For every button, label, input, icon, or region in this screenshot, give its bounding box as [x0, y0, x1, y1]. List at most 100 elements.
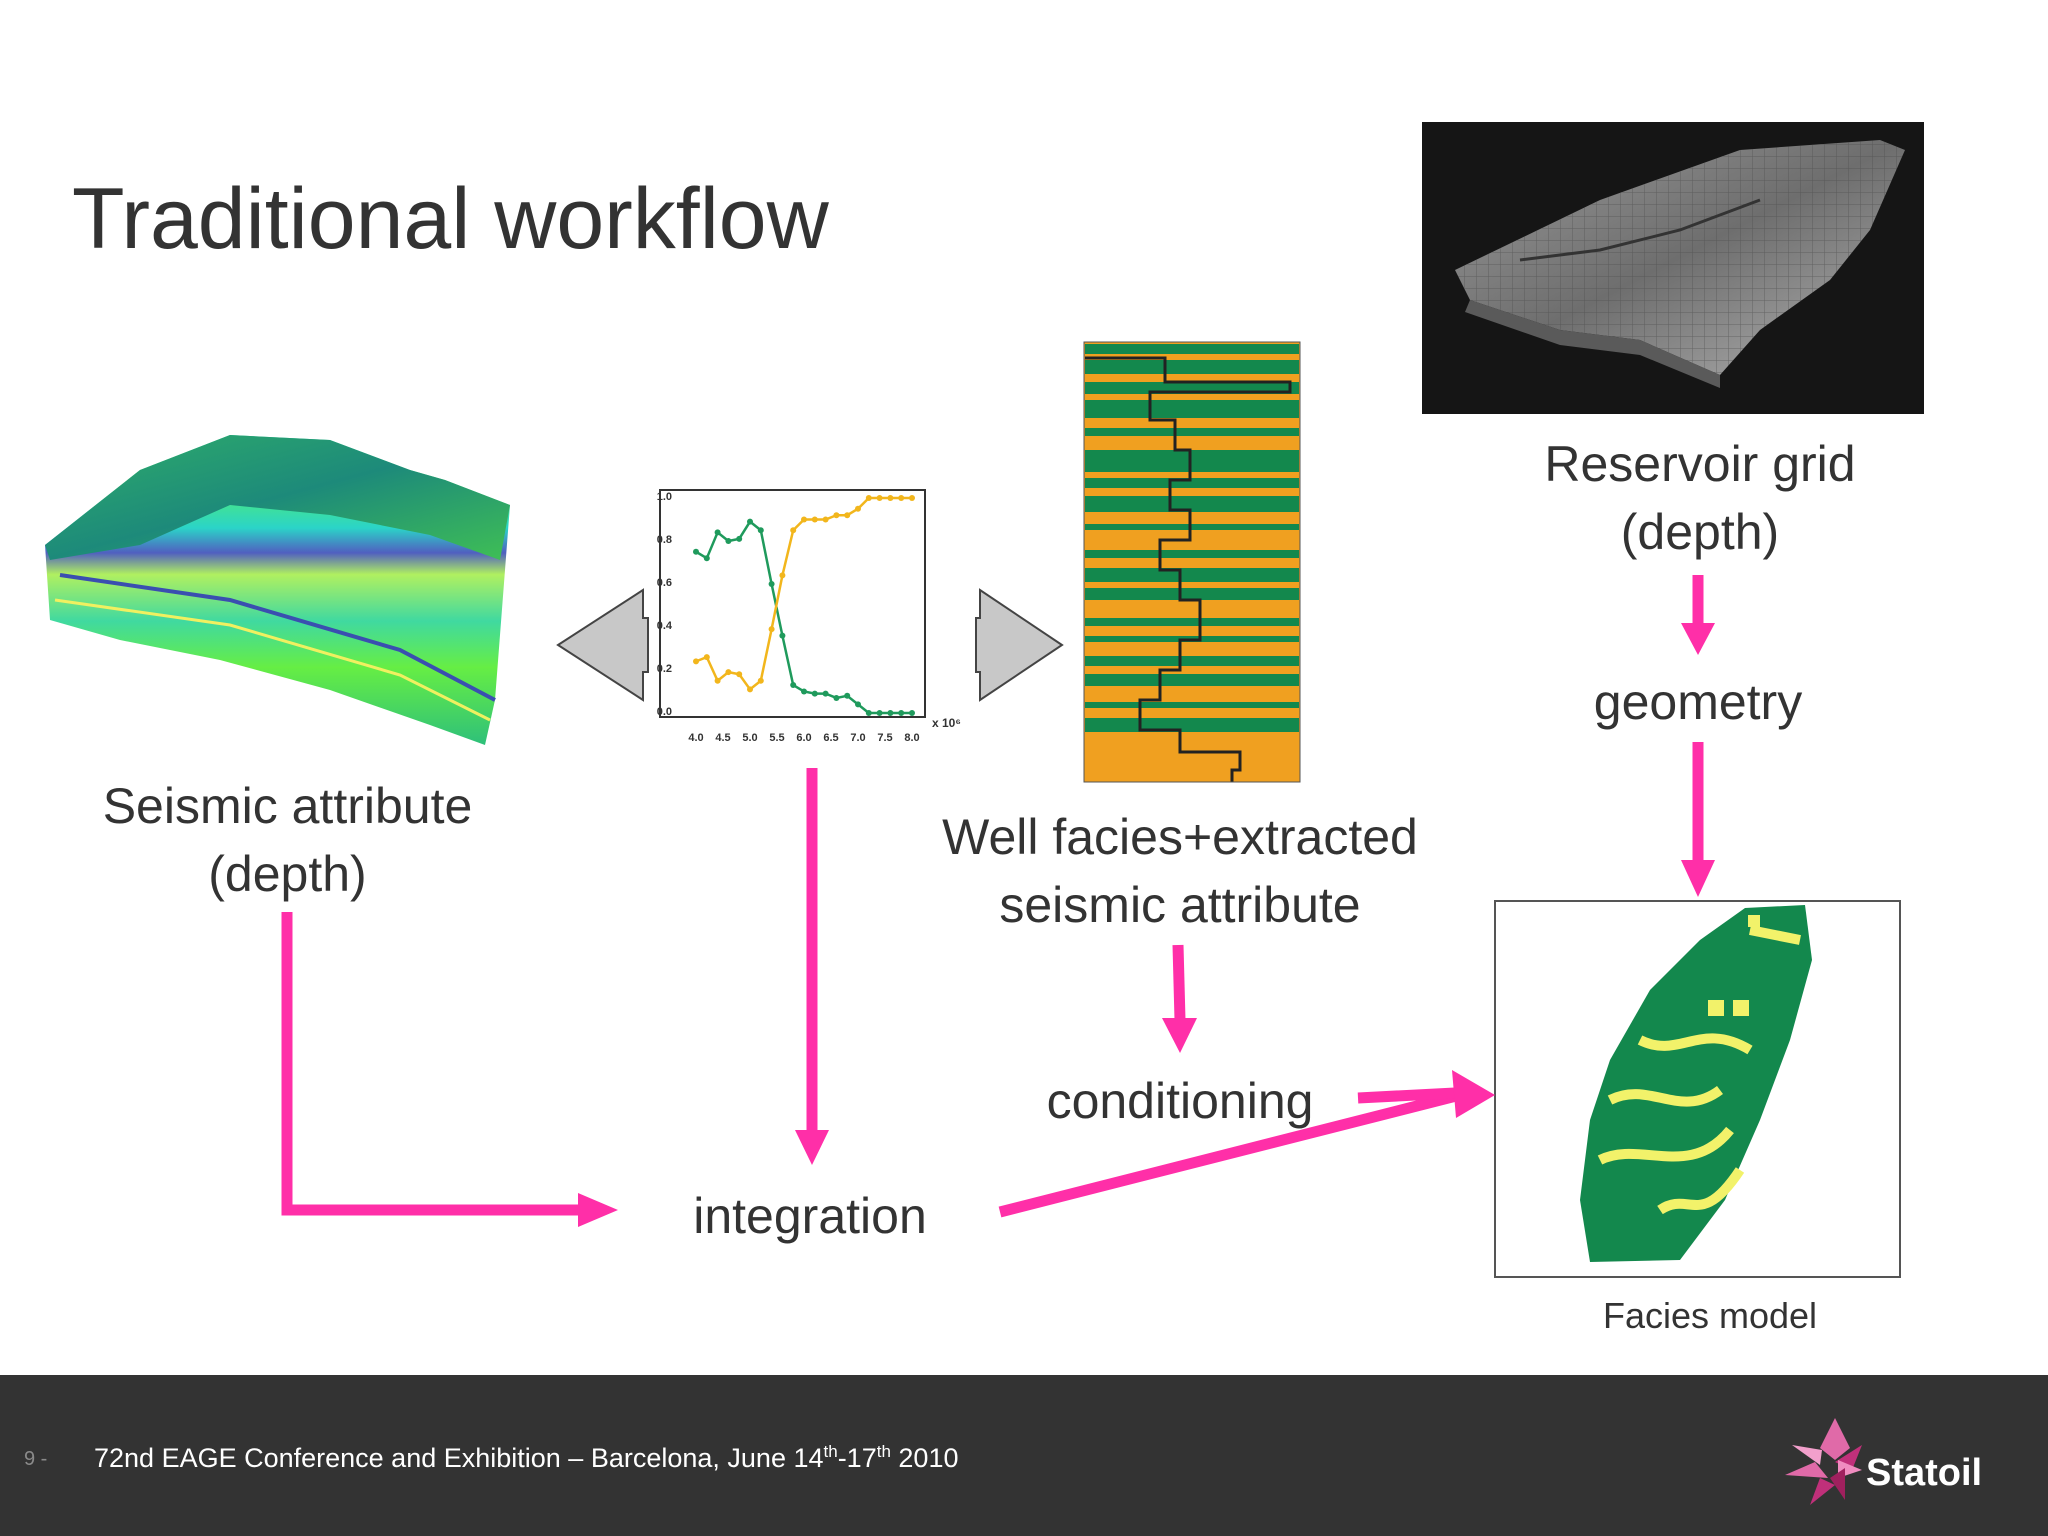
plot-x-tick-label: 7.5 — [877, 732, 893, 744]
well-log-stripe — [1085, 656, 1299, 666]
well-log-stripe — [1085, 496, 1299, 512]
plot-green-series-point — [811, 690, 818, 697]
plot-yellow-series-point — [790, 527, 797, 534]
plot-x-tick-label: 4.0 — [688, 732, 704, 744]
plot-green-series-point — [898, 710, 905, 716]
plot-green-series-point — [865, 710, 872, 716]
statoil-logo-text: Statoil — [1866, 1452, 1983, 1494]
arrow-well-to-conditioning — [1172, 944, 1186, 1021]
plot-y-tick-label: 0.8 — [656, 534, 672, 546]
plot-series-group — [693, 495, 915, 716]
plot-green-series-point — [801, 688, 807, 695]
well-log-stripe — [1085, 702, 1299, 708]
plot-yellow-series-point — [833, 512, 840, 519]
seismic-label-line1: Seismic attribute — [102, 778, 473, 834]
well-log-stripe — [1085, 674, 1299, 686]
conditioning-label: conditioning — [1046, 1073, 1314, 1129]
plot-green-series-point — [747, 518, 753, 525]
well-log-stripe — [1085, 428, 1299, 436]
well-log-stripe — [1085, 450, 1299, 472]
reservoir-grid-image — [1422, 122, 1924, 414]
geometry-label: geometry — [1593, 674, 1803, 730]
plot-yellow-series-point — [887, 495, 894, 501]
plot-y-tick-label: 0.0 — [656, 706, 672, 718]
plot-x-tick-label: 7.0 — [850, 732, 866, 744]
well-log-stripe — [1085, 718, 1299, 732]
well-log-stripe — [1085, 618, 1299, 626]
plot-green-series-point — [768, 581, 775, 587]
plot-y-tick-label: 0.4 — [656, 620, 672, 632]
plot-green-series-point — [790, 682, 797, 689]
plot-green-series-point — [844, 692, 851, 699]
plot-yellow-series-point — [909, 495, 915, 501]
plot-yellow-series-point — [725, 669, 732, 676]
well-log-stripe — [1085, 360, 1299, 374]
plot-yellow-series-point — [811, 516, 818, 523]
well-log-image — [1083, 341, 1301, 783]
arrow-integration-to-facies — [998, 1089, 1462, 1218]
plot-yellow-series-point — [693, 658, 699, 665]
conference-sup1: th — [823, 1442, 838, 1461]
plot-yellow-series-point — [898, 495, 905, 501]
grid-label: Reservoir grid (depth) — [1500, 430, 1900, 566]
facies-model-image — [1494, 900, 1901, 1278]
plot-y-tick-label: 1.0 — [656, 491, 672, 503]
well-log-stripe — [1085, 588, 1299, 600]
well-log-stripe — [1085, 550, 1299, 558]
plot-yellow-series-point — [768, 626, 775, 633]
plot-yellow-series-point — [801, 516, 807, 523]
grid-label-line1: Reservoir grid — [1544, 436, 1856, 492]
arrow-seismic-to-integration — [281, 912, 580, 1216]
plot-yellow-series-point — [747, 686, 753, 693]
grid-label-line2: (depth) — [1620, 504, 1780, 560]
pink-arrows — [281, 575, 1715, 1227]
conference-mid: -17 — [837, 1443, 877, 1473]
plot-x-tick-label: 5.5 — [769, 732, 785, 744]
slide-title: Traditional workflow — [72, 171, 829, 267]
plot-x-tick-label: 8.0 — [904, 732, 920, 744]
plot-yellow-series-point — [822, 516, 829, 523]
plot-y-tick-label: 0.2 — [656, 663, 672, 675]
plot-green-series-point — [714, 529, 721, 536]
plot-yellow-series-point — [779, 572, 786, 579]
plot-green-series-point — [822, 690, 829, 697]
well-label-line1: Well facies+extracted — [942, 809, 1418, 865]
footer-bar — [0, 1375, 2048, 1536]
plot-green-series-point — [779, 632, 786, 639]
plot-green-series-point — [833, 694, 840, 701]
left-gray-arrow — [556, 588, 649, 702]
probability-plot — [659, 489, 926, 718]
plot-green-series-point — [876, 710, 883, 716]
well-label: Well facies+extracted seismic attribute — [900, 803, 1460, 939]
seismic-label-line2: (depth) — [208, 846, 367, 902]
plot-green-series-point — [693, 548, 699, 555]
well-label-line2: seismic attribute — [999, 877, 1361, 933]
well-log-stripe — [1085, 344, 1299, 354]
plot-x-tick-label: 6.5 — [823, 732, 839, 744]
conference-text: 72nd EAGE Conference and Exhibition – Ba… — [94, 1442, 958, 1474]
integration-label: integration — [693, 1188, 927, 1244]
plot-green-series-point — [736, 535, 743, 542]
seismic-label: Seismic attribute (depth) — [60, 772, 515, 908]
plot-green-series-point — [757, 527, 764, 534]
plot-green-series-point — [725, 538, 732, 544]
plot-yellow-series-point — [714, 677, 721, 684]
plot-green-series-point — [909, 710, 915, 716]
plot-x-tick-label: 4.5 — [715, 732, 731, 744]
plot-yellow-series-point — [876, 495, 883, 501]
plot-yellow-series-point — [855, 505, 861, 512]
well-log-stripe — [1085, 568, 1299, 582]
conference-sup2: th — [876, 1442, 891, 1461]
seismic-cube-image — [45, 435, 510, 745]
plot-yellow-series-point — [844, 512, 851, 519]
conference-tail: 2010 — [890, 1443, 959, 1473]
plot-x-tick-label: 6.0 — [796, 732, 812, 744]
page-number: 9 - — [24, 1448, 48, 1470]
well-log-stripe — [1085, 400, 1299, 418]
facies-model-label: Facies model — [1602, 1295, 1818, 1336]
arrow-conditioning-to-facies — [1357, 1087, 1456, 1104]
plot-x-tick-label: 5.0 — [742, 732, 758, 744]
well-log-stripe — [1085, 478, 1299, 488]
well-log-stripe — [1085, 524, 1299, 530]
